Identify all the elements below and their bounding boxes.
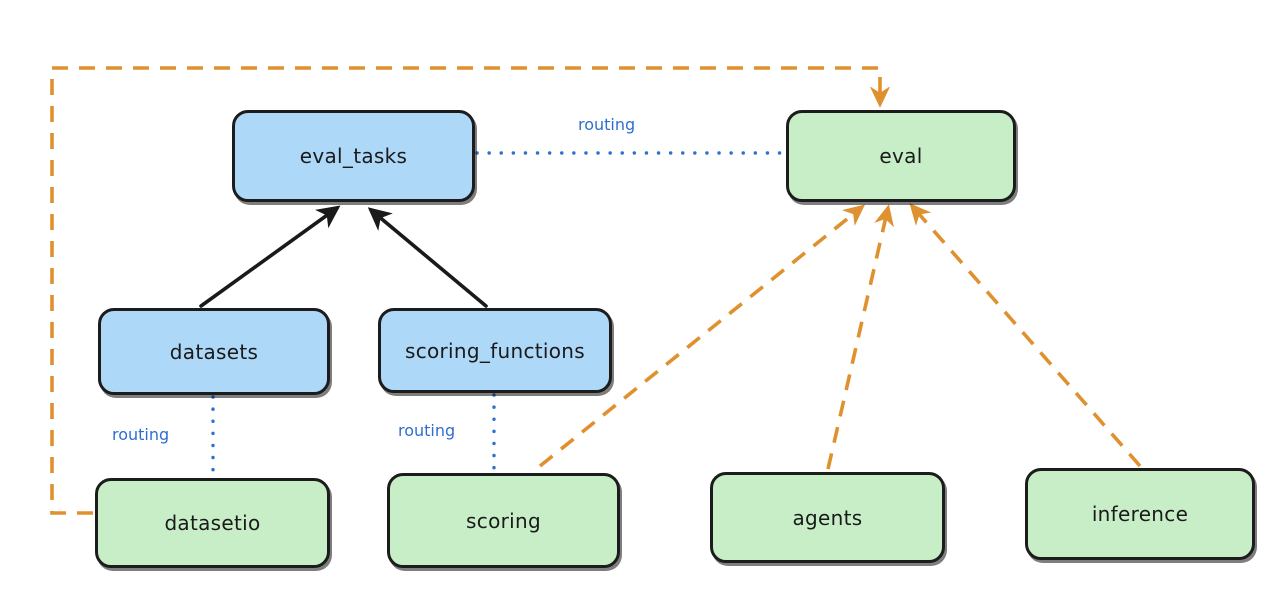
edge-inference-to-eval [909, 203, 1142, 468]
node-label: datasetio [164, 511, 261, 535]
edge-label-routing-datasetio: routing [112, 425, 170, 444]
edge-datasets-to-eval_tasks [199, 205, 341, 308]
node-label: eval_tasks [299, 144, 408, 168]
edge-agents-to-eval [826, 204, 894, 470]
node-label: eval [879, 144, 923, 168]
node-label: agents [792, 505, 863, 530]
node-datasetio[interactable]: datasetio [95, 478, 330, 568]
node-datasets[interactable]: datasets [98, 308, 330, 395]
node-agents[interactable]: agents [710, 472, 945, 563]
composition-edges [199, 205, 488, 308]
node-inference[interactable]: inference [1025, 468, 1255, 560]
node-label: inference [1091, 502, 1189, 526]
edge-label-routing-scoring: routing [398, 421, 456, 440]
edge-label-routing-eval: routing [578, 115, 636, 134]
node-label: scoring [466, 508, 541, 533]
edge-scoring_functions-to-eval_tasks [367, 207, 488, 308]
node-eval-tasks[interactable]: eval_tasks [232, 110, 475, 202]
node-scoring[interactable]: scoring [387, 473, 620, 568]
node-eval[interactable]: eval [786, 110, 1016, 202]
node-label: scoring_functions [404, 338, 586, 363]
node-scoring-functions[interactable]: scoring_functions [378, 308, 612, 393]
node-label: datasets [169, 339, 259, 364]
